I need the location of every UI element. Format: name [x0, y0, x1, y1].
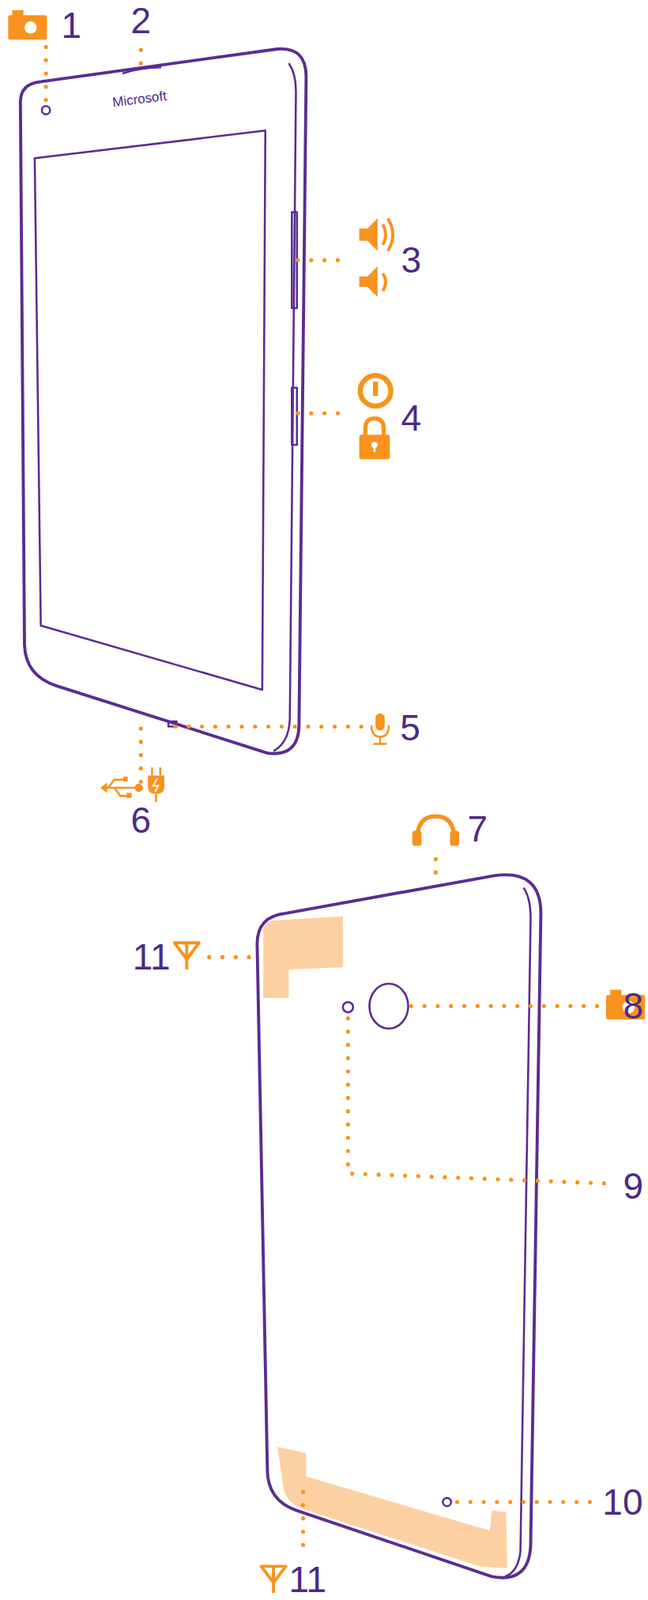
callout-number: 8	[622, 987, 644, 1025]
callout-number: 11	[288, 1561, 327, 1598]
callout-number: 10	[602, 1484, 643, 1521]
antenna-region	[263, 916, 508, 1569]
microphone-icon	[371, 713, 389, 745]
power-lock-icon	[359, 375, 392, 460]
volume-icon	[359, 218, 394, 297]
leader-line	[45, 41, 613, 1558]
callout-number: 11	[132, 938, 171, 976]
callout-number: 9	[622, 1167, 644, 1205]
callout-number: 3	[400, 241, 422, 279]
brand-logo: Microsoft	[112, 89, 169, 110]
camera-icon	[7, 10, 645, 1020]
callout-number: 5	[399, 709, 421, 746]
back-phone	[256, 874, 541, 1579]
callout-number: 4	[400, 399, 422, 437]
antenna-icon	[174, 942, 287, 1594]
headphones-icon	[412, 816, 460, 846]
callout-number: 2	[130, 2, 151, 39]
usb-charge-icon	[101, 767, 165, 803]
front-phone	[20, 48, 307, 754]
callout-number: 6	[130, 802, 151, 839]
callout-number: 1	[60, 7, 82, 44]
callout-number: 7	[467, 810, 488, 848]
